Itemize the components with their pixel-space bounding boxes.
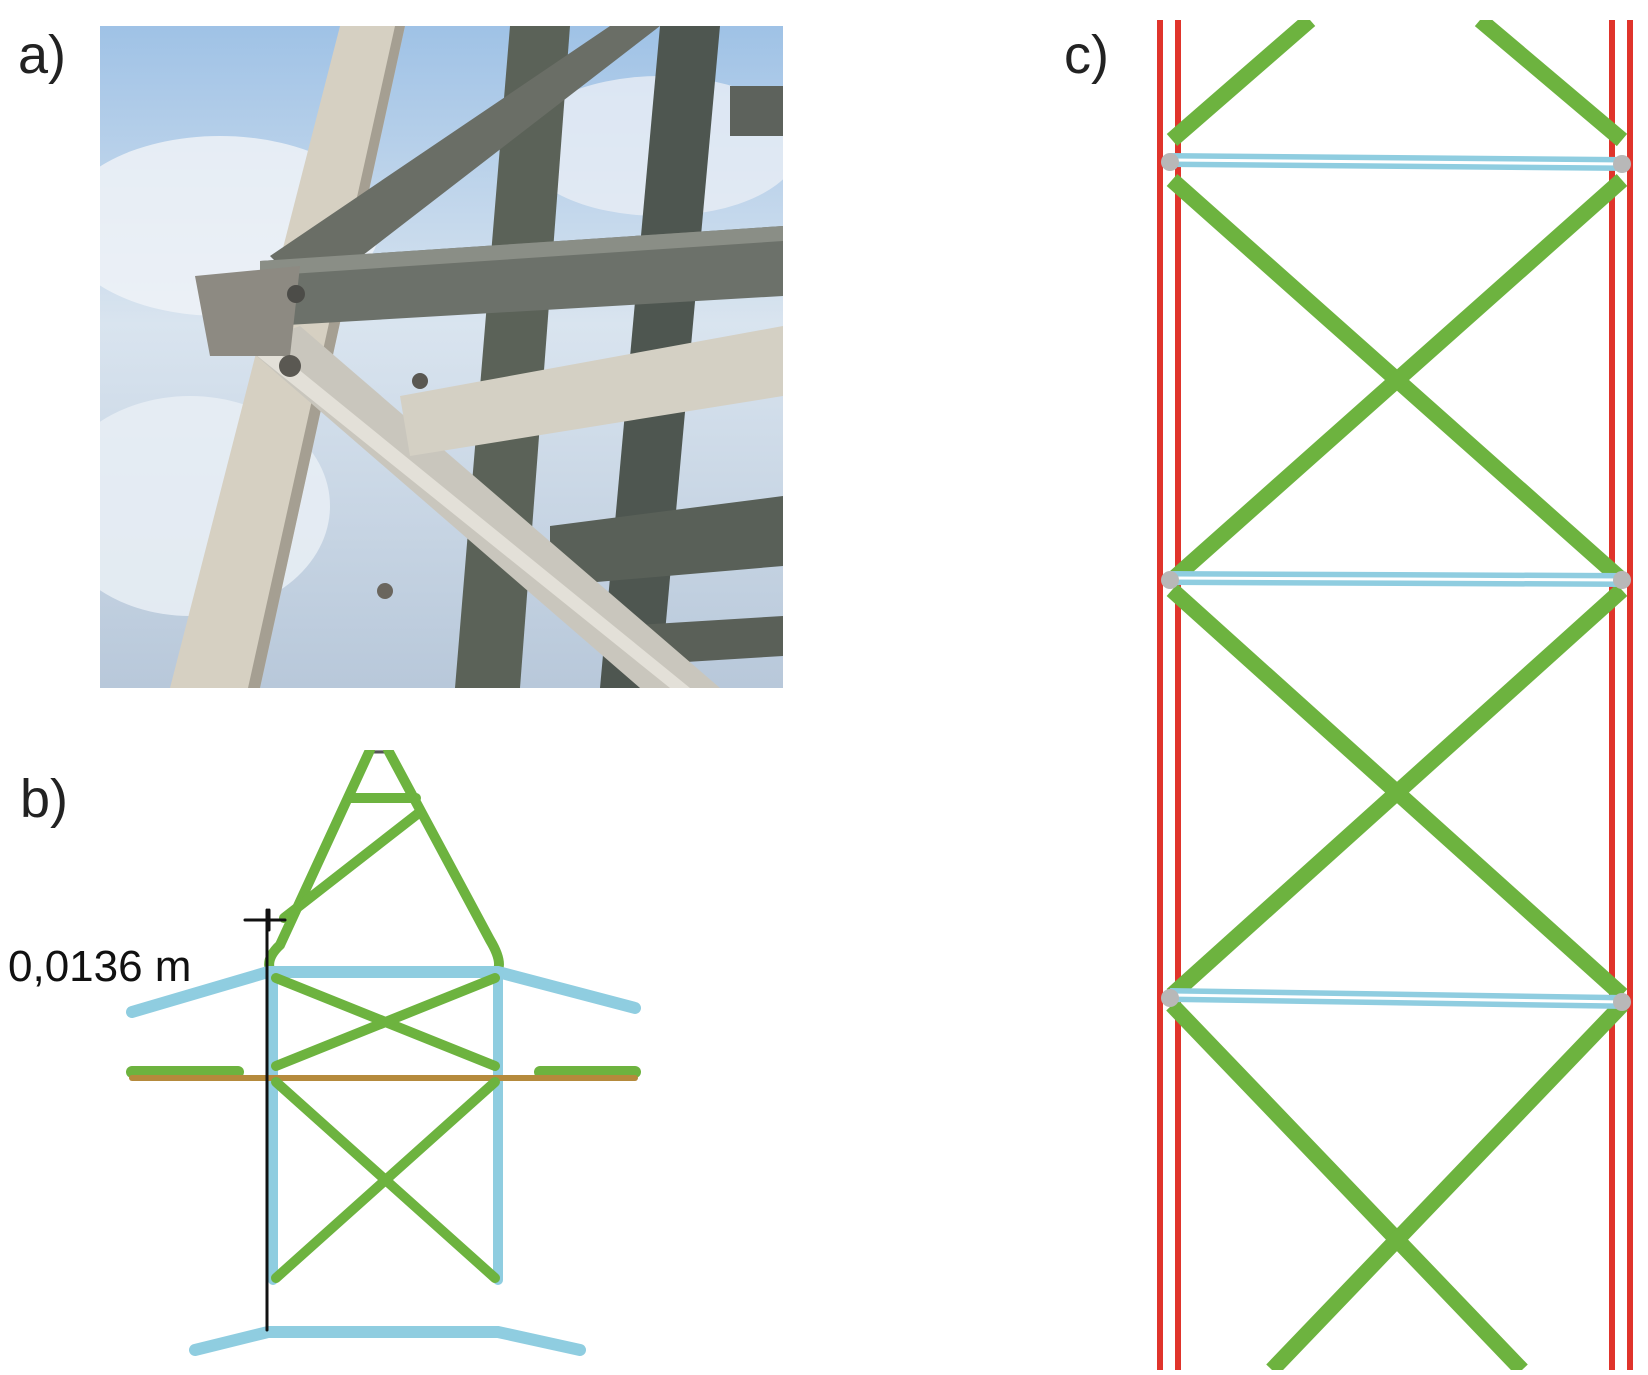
horizontal-1-core bbox=[1169, 158, 1625, 166]
joint-node bbox=[1161, 989, 1179, 1007]
cross-arm-bottom bbox=[189, 1326, 586, 1356]
frame-deformation-diagram bbox=[126, 750, 641, 1356]
tower-section-diagram bbox=[1157, 20, 1633, 1370]
diagonal-top-right bbox=[1474, 20, 1628, 147]
joint-node bbox=[1613, 571, 1631, 589]
panel-label-b: b) bbox=[20, 769, 69, 829]
diagonal-1b bbox=[1166, 174, 1628, 586]
upper-truss-right bbox=[383, 750, 504, 975]
upper-truss-diagonal bbox=[279, 807, 425, 923]
panel-label-a: a) bbox=[18, 25, 67, 85]
brace-low-2 bbox=[271, 1077, 500, 1283]
joint-node bbox=[1613, 993, 1631, 1011]
horizontal-2-core bbox=[1169, 576, 1625, 582]
diagonal-3a bbox=[1166, 999, 1528, 1370]
joint-node bbox=[1161, 153, 1179, 171]
tower-joint-photo bbox=[100, 26, 783, 688]
cross-arm-top bbox=[126, 966, 641, 1018]
horizontal-3-core bbox=[1169, 993, 1625, 1004]
brace-mid-2 bbox=[271, 973, 500, 1071]
joint-node bbox=[1161, 571, 1179, 589]
diagonal-top-left bbox=[1166, 20, 1316, 147]
panel-label-c: c) bbox=[1064, 25, 1109, 85]
diagonal-3b bbox=[1266, 999, 1628, 1370]
diagonal-2b bbox=[1166, 584, 1628, 1001]
joint-node bbox=[1613, 155, 1631, 173]
dimension-label: 0,0136 m bbox=[8, 942, 192, 991]
